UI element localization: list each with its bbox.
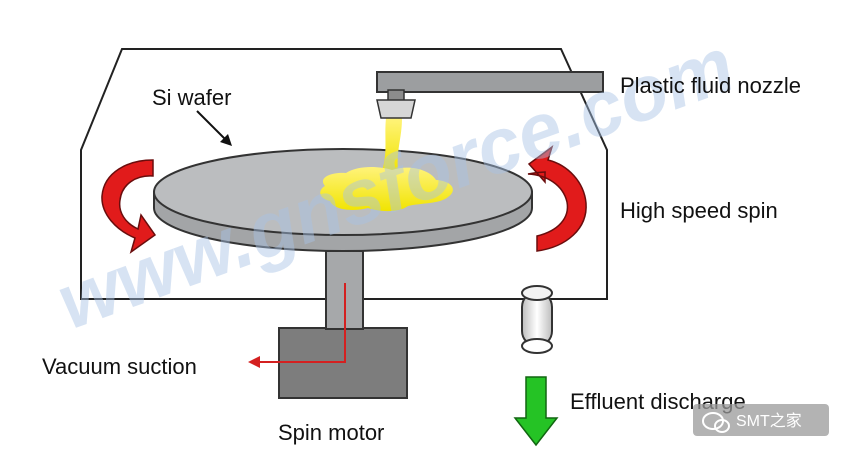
vacuum-suction-label: Vacuum suction [42, 354, 197, 379]
nozzle-tip [376, 99, 416, 119]
spin-arrow-left [101, 159, 157, 254]
wafer-pointer-arrowhead [220, 134, 232, 146]
rotation-arrow-icon [101, 159, 157, 254]
vacuum-line [258, 283, 346, 363]
fluid-stream [382, 118, 402, 172]
spin-arrow-right [527, 145, 587, 252]
down-arrow-icon [513, 376, 559, 447]
nozzle-arm [376, 71, 604, 93]
wafer-pointer-line [196, 110, 228, 142]
si-wafer-label: Si wafer [152, 85, 231, 110]
high-speed-spin-label: High speed spin [620, 198, 778, 223]
rotation-arrow-icon [527, 145, 587, 252]
vacuum-arrow-icon [248, 356, 260, 368]
brand-text: SMT之家 [736, 412, 802, 430]
drain-pipe [521, 285, 553, 354]
wechat-icon [702, 412, 730, 433]
brand-badge: SMT之家 [693, 404, 829, 436]
housing-outline [80, 48, 608, 300]
spin-motor-label: Spin motor [278, 420, 384, 445]
fluid-puddle [320, 166, 453, 212]
nozzle-label: Plastic fluid nozzle [620, 73, 801, 98]
watermark: www.gnsforce.com [46, 20, 745, 346]
